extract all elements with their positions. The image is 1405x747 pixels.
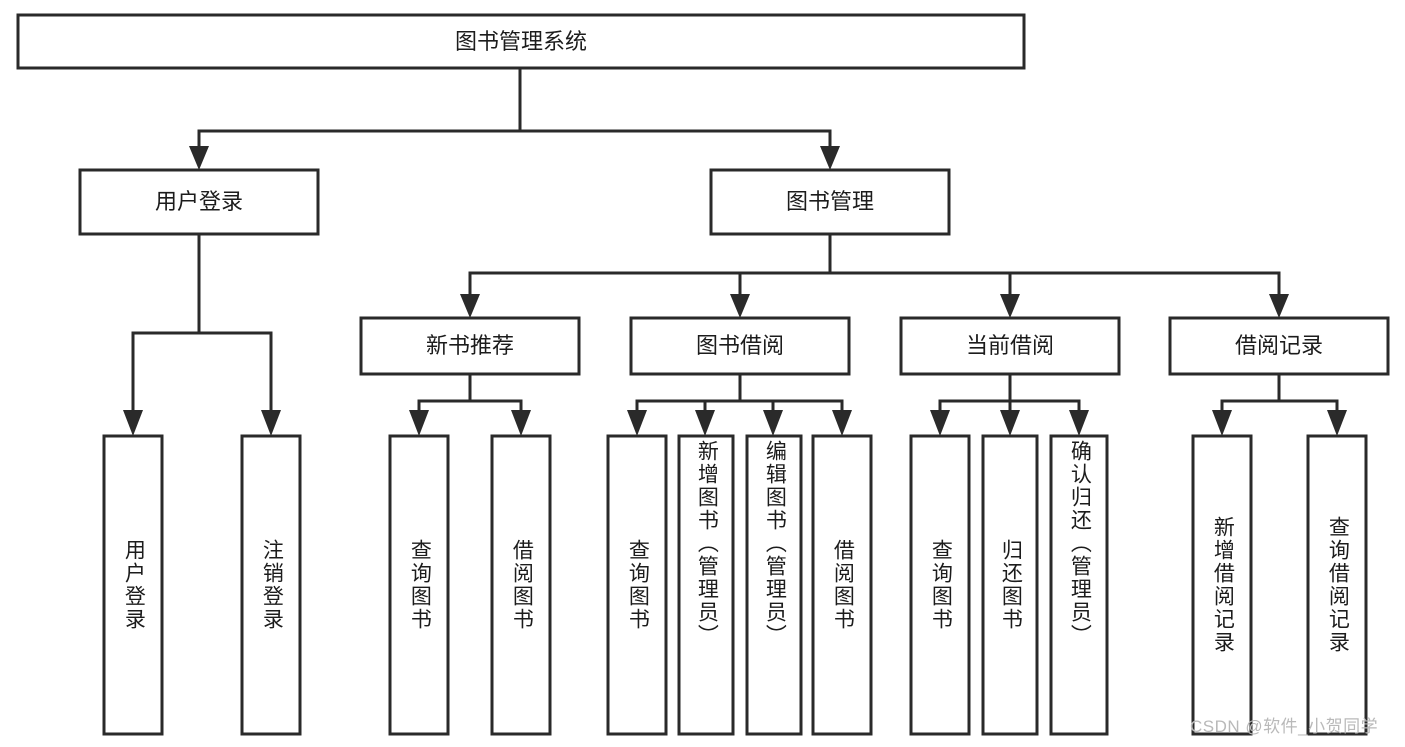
arrow-level3-1 [460,294,480,318]
node-leaf-new-book-2-box[interactable] [490,434,552,736]
arrow-level3-2 [730,294,750,318]
node-current-borrow-box[interactable] [899,316,1121,376]
arrow-borrow-leaf-4 [832,410,852,436]
arrow-borrow-leaf-2 [695,410,715,436]
node-root-box[interactable] [16,13,1026,70]
node-borrow-record-label: 借阅记录 [1235,333,1323,358]
arrow-record-leaf-1 [1212,410,1232,436]
node-leaf-current-borrow-3-box[interactable] [1049,434,1109,736]
node-book-manage-box[interactable] [709,168,951,236]
arrow-borrow-leaf-3 [763,410,783,436]
node-layer: 图书管理系统 用户登录 图书管理 新书推荐 图书借阅 当前借阅 借阅记录 [16,13,1390,736]
arrow-userlogin-leaf-2 [261,410,281,436]
node-leaf-new-book-1-box[interactable] [388,434,450,736]
node-root-label: 图书管理系统 [455,29,587,54]
node-leaf-book-borrow-1-box[interactable] [606,434,668,736]
node-leaf-current-borrow-2-box[interactable] [981,434,1039,736]
node-new-book-box[interactable] [359,316,581,376]
node-user-login-box[interactable] [78,168,320,236]
watermark-text: CSDN @软件_小贺同学 [1190,717,1379,736]
arrow-to-user-login [189,146,209,170]
arrow-level3-3 [1000,294,1020,318]
arrow-level3-4 [1269,294,1289,318]
node-current-borrow-label: 当前借阅 [966,333,1054,358]
arrow-record-leaf-2 [1327,410,1347,436]
node-leaf-current-borrow-1-box[interactable] [909,434,971,736]
node-leaf-user-login-1-box[interactable] [102,434,164,736]
node-leaf-book-borrow-2-box[interactable] [677,434,735,736]
arrow-to-book-manage [820,146,840,170]
arrow-newbook-leaf-1 [409,410,429,436]
arrow-current-leaf-2 [1000,410,1020,436]
node-user-login-label: 用户登录 [155,189,243,214]
node-leaf-borrow-record-2-box[interactable] [1306,434,1368,736]
node-book-borrow-label: 图书借阅 [696,333,784,358]
node-leaf-user-login-2-box[interactable] [240,434,302,736]
node-new-book-label: 新书推荐 [426,333,514,358]
node-leaf-book-borrow-3-box[interactable] [745,434,803,736]
arrow-userlogin-leaf-1 [123,410,143,436]
arrow-newbook-leaf-2 [511,410,531,436]
node-leaf-book-borrow-4-box[interactable] [811,434,873,736]
node-leaf-borrow-record-1-box[interactable] [1191,434,1253,736]
connector-layer [123,66,1347,436]
arrow-borrow-leaf-1 [627,410,647,436]
node-book-borrow-box[interactable] [629,316,851,376]
arrow-current-leaf-3 [1069,410,1089,436]
node-book-manage-label: 图书管理 [786,189,874,214]
arrow-current-leaf-1 [930,410,950,436]
node-borrow-record-box[interactable] [1168,316,1390,376]
